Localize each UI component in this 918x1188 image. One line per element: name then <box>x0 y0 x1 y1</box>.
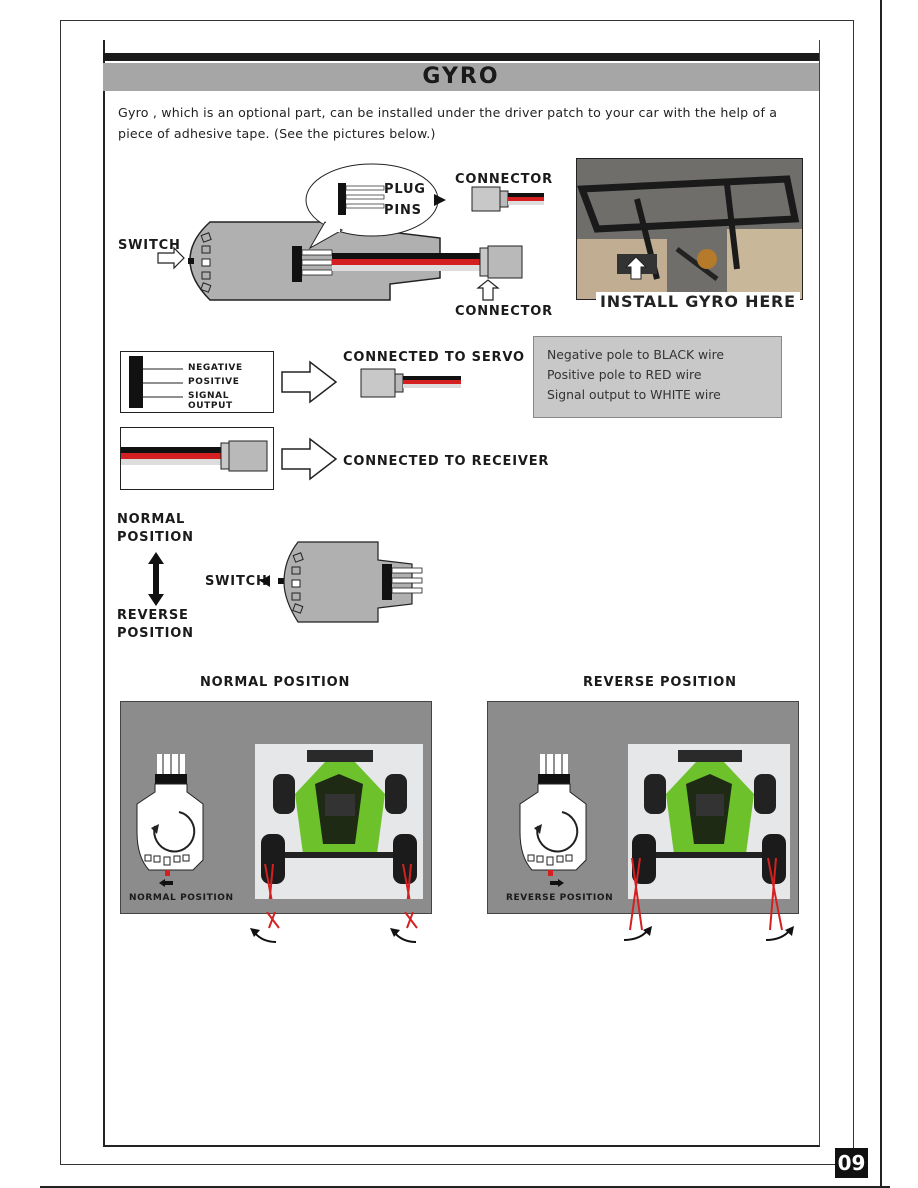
note-white: Signal output to WHITE wire <box>547 387 721 402</box>
double-arrow-icon <box>148 552 164 606</box>
reverse-position-caption: REVERSE POSITION <box>506 893 614 903</box>
car-photo-reverse <box>628 744 790 899</box>
normal-position-label: NORMAL POSITION <box>117 512 194 545</box>
reverse-wheel-rays <box>623 857 794 941</box>
content-frame <box>103 40 820 1147</box>
normal-wheel-rays <box>250 912 418 943</box>
connected-to-servo-label: CONNECTED TO SERVO <box>343 350 525 365</box>
normal-position-panel: NORMAL POSITION <box>120 701 432 930</box>
positive-label: POSITIVE <box>188 377 240 387</box>
connected-to-receiver-label: CONNECTED TO RECEIVER <box>343 454 550 469</box>
reverse-position-label: REVERSE POSITION <box>117 608 194 641</box>
install-photo <box>576 158 803 300</box>
receiver-connector-box <box>120 427 274 490</box>
gyro-normal-icon <box>136 754 204 887</box>
signal-output-label: SIGNAL OUTPUT <box>188 391 233 411</box>
pins-label: PINS <box>384 203 422 218</box>
note-black: Negative pole to BLACK wire <box>547 347 725 362</box>
section-title-bar: GYRO <box>103 63 819 91</box>
servo-connector-illustration <box>360 368 461 398</box>
switch-label: SWITCH <box>118 238 181 253</box>
gyro-unit-diagram <box>157 163 544 301</box>
wiring-legend-box: NEGATIVE POSITIVE SIGNAL OUTPUT <box>120 351 274 413</box>
gyro-reverse-icon <box>519 754 587 887</box>
intro-text: Gyro , which is an optional part, can be… <box>118 105 778 141</box>
footer-rule <box>40 1186 890 1188</box>
note-red: Positive pole to RED wire <box>547 367 702 382</box>
page-edge-rule <box>880 0 882 1188</box>
receiver-arrow-icon <box>281 437 338 481</box>
connector-label-top: CONNECTOR <box>455 172 553 187</box>
car-photo-normal <box>255 744 423 930</box>
reverse-position-heading: REVERSE POSITION <box>583 675 737 690</box>
servo-arrow-icon <box>281 360 338 404</box>
gyro-switch-diagram <box>260 541 423 623</box>
reverse-position-panel: REVERSE POSITION <box>487 701 799 914</box>
wiring-notes-box: Negative pole to BLACK wire Positive pol… <box>533 336 782 418</box>
section-title: GYRO <box>422 64 500 89</box>
negative-label: NEGATIVE <box>188 363 243 373</box>
page-number: 09 <box>835 1148 868 1178</box>
switch-label-2: SWITCH <box>205 574 268 589</box>
header-rule <box>103 53 819 61</box>
install-here-label: INSTALL GYRO HERE <box>596 292 800 311</box>
normal-position-heading: NORMAL POSITION <box>200 675 351 690</box>
connector-label-bottom: CONNECTOR <box>455 304 553 319</box>
page-border <box>60 20 854 1165</box>
normal-position-caption: NORMAL POSITION <box>129 893 234 903</box>
plug-label: PLUG <box>384 182 426 197</box>
